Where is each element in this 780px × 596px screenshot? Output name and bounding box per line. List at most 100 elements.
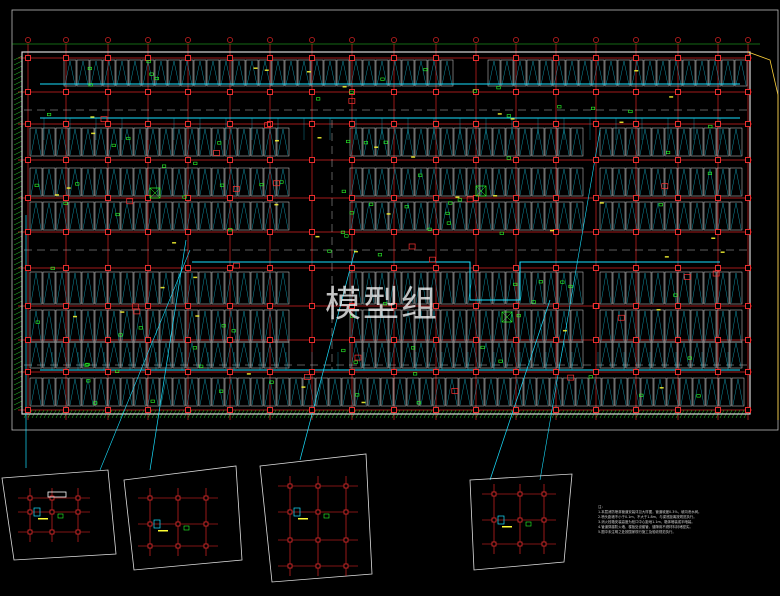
bay-mark xyxy=(220,60,232,86)
bay-mark xyxy=(506,168,518,196)
hatch-stroke xyxy=(13,185,23,191)
bay-mark xyxy=(498,378,510,406)
parking-bay xyxy=(172,271,186,305)
bay-mark xyxy=(678,342,690,368)
bay-mark xyxy=(212,342,224,368)
equipment-symbol xyxy=(445,211,450,215)
structural-column xyxy=(227,195,233,201)
axis-bubble xyxy=(267,37,273,43)
parking-bay xyxy=(29,201,43,231)
structural-column xyxy=(745,303,751,309)
hatch-stroke xyxy=(13,340,23,346)
structural-column xyxy=(25,369,31,375)
parking-bay xyxy=(651,201,665,231)
structural-column xyxy=(433,369,439,375)
bay-mark xyxy=(493,128,505,156)
bay-mark xyxy=(121,128,133,156)
parking-bay xyxy=(206,59,220,87)
equipment-symbol xyxy=(673,293,678,297)
annotation-tag xyxy=(720,251,725,253)
bay-mark xyxy=(82,202,94,230)
bay-mark xyxy=(576,378,588,406)
structural-column xyxy=(25,229,31,235)
structural-column xyxy=(25,89,31,95)
parking-bay xyxy=(690,341,704,369)
parking-bay xyxy=(211,271,225,305)
bay-mark xyxy=(277,168,289,196)
parking-bay xyxy=(716,341,730,369)
bay-mark xyxy=(181,60,193,86)
detail-column xyxy=(203,543,209,549)
valve-box xyxy=(232,186,240,192)
annotation-tag xyxy=(66,187,71,189)
parking-bay xyxy=(414,59,428,87)
hatch-stroke xyxy=(13,55,23,61)
structural-column xyxy=(593,265,599,271)
structural-column xyxy=(513,229,519,235)
parking-bay xyxy=(718,377,732,407)
axis-bubble xyxy=(433,37,439,43)
structural-column xyxy=(105,369,111,375)
bay-mark xyxy=(108,378,120,406)
bay-mark xyxy=(467,342,479,368)
bay-mark xyxy=(363,60,375,86)
bay-mark xyxy=(225,272,237,304)
structural-column xyxy=(349,337,355,343)
bay-mark xyxy=(43,168,55,196)
bay-mark xyxy=(225,202,237,230)
detail-annotation-tag xyxy=(298,518,308,520)
structural-column xyxy=(433,157,439,163)
structural-column xyxy=(25,407,31,413)
bay-mark xyxy=(501,60,513,86)
parking-bay xyxy=(68,271,82,305)
bay-mark xyxy=(108,128,120,156)
structural-column xyxy=(675,303,681,309)
bay-mark xyxy=(389,310,401,342)
parking-bay xyxy=(133,377,147,407)
bay-mark xyxy=(571,310,583,342)
parking-bay xyxy=(406,377,420,407)
equipment-symbol xyxy=(427,227,432,231)
structural-column xyxy=(553,89,559,95)
hatch-stroke xyxy=(13,250,23,256)
bay-mark xyxy=(527,60,539,86)
structural-column xyxy=(145,337,151,343)
parking-bay xyxy=(677,201,691,231)
parking-bay xyxy=(94,201,108,231)
structural-column xyxy=(185,121,191,127)
bay-mark xyxy=(532,202,544,230)
parking-bay xyxy=(682,59,696,87)
bay-mark xyxy=(350,342,362,368)
detail-column xyxy=(147,495,153,501)
parking-bay xyxy=(219,59,233,87)
hatch-stroke xyxy=(13,125,23,131)
bay-mark xyxy=(532,310,544,342)
bay-mark xyxy=(108,202,120,230)
parking-bay xyxy=(349,167,363,197)
parking-bay xyxy=(276,377,290,407)
annotation-tag xyxy=(550,229,555,232)
parking-bay xyxy=(276,127,290,157)
equipment-symbol xyxy=(369,202,374,206)
structural-column xyxy=(745,407,751,413)
hatch-stroke xyxy=(13,95,23,101)
bay-mark xyxy=(225,342,237,368)
parking-bay xyxy=(81,341,95,369)
parking-bay xyxy=(440,59,454,87)
parking-bay xyxy=(575,377,589,407)
parking-bay xyxy=(656,59,670,87)
bay-mark xyxy=(537,378,549,406)
bay-mark xyxy=(389,60,401,86)
structural-column xyxy=(63,195,69,201)
parking-bay xyxy=(258,59,272,87)
structural-column xyxy=(267,369,273,375)
bay-mark xyxy=(506,342,518,368)
equipment-symbol xyxy=(383,140,388,144)
parking-bay xyxy=(703,167,717,197)
parking-bay xyxy=(599,271,613,305)
bay-mark xyxy=(665,272,677,304)
equipment-symbol xyxy=(472,89,477,93)
bay-mark xyxy=(563,378,575,406)
equipment-symbol xyxy=(628,109,633,114)
parking-bay xyxy=(479,201,493,231)
